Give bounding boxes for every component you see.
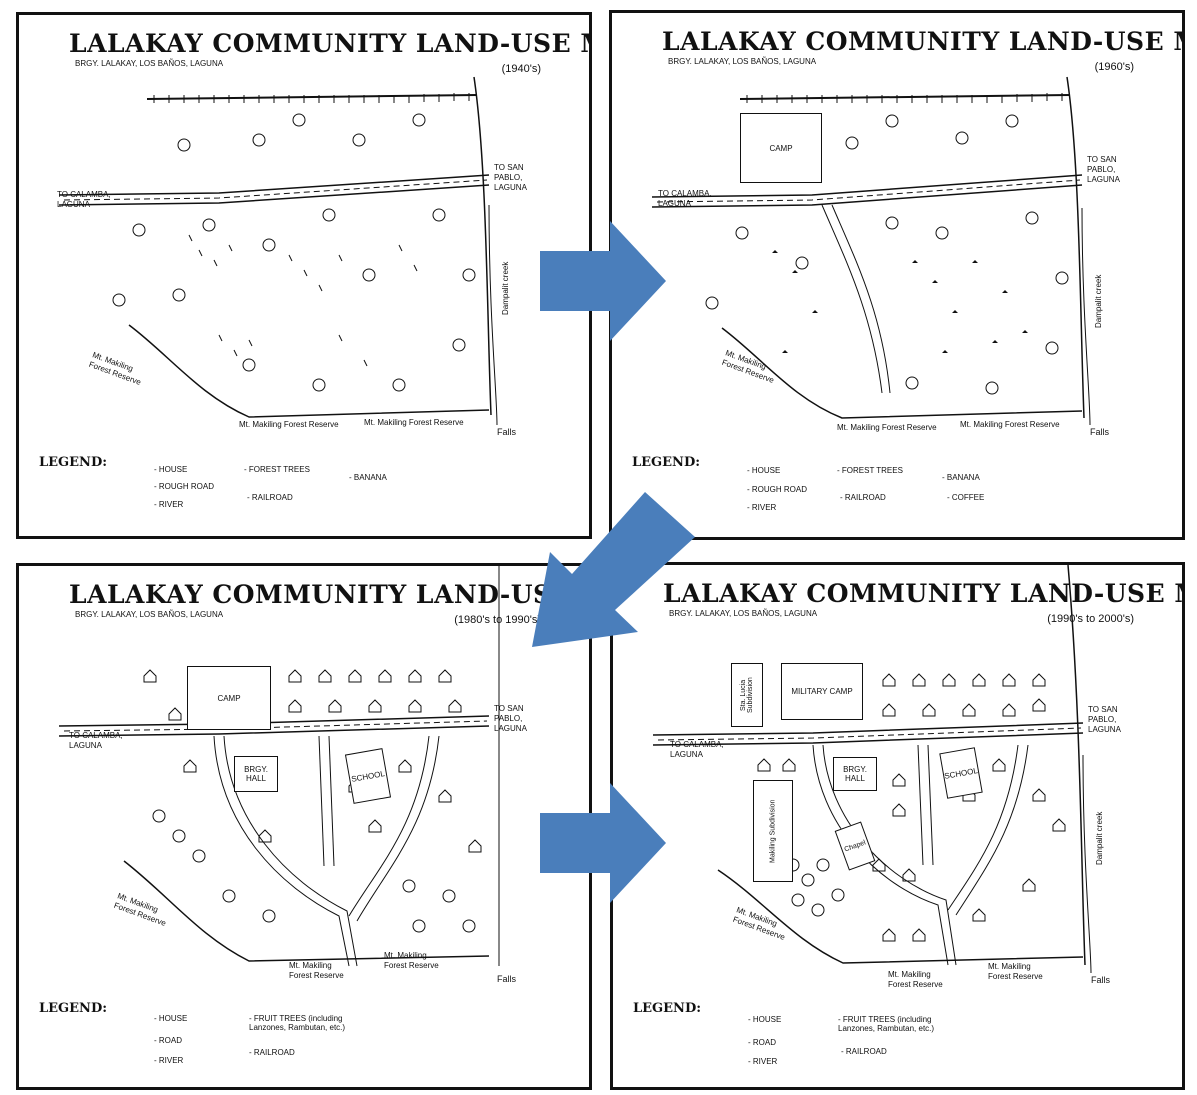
camp-area: CAMP xyxy=(740,113,822,183)
legend-forest-trees: - FOREST TREES xyxy=(244,465,310,474)
label-forest-bottom-2: Mt. Makiling Forest Reserve xyxy=(364,418,464,427)
legend-railroad: - RAILROAD xyxy=(249,1048,295,1057)
legend-road: - ROAD xyxy=(154,1036,182,1045)
brgy-hall: BRGY. HALL xyxy=(833,757,877,791)
railroad-ties xyxy=(153,93,470,103)
arrow-down-left xyxy=(532,492,695,647)
legend-river: - RIVER xyxy=(154,500,184,509)
arrow-right-bottom xyxy=(540,783,666,903)
label-to-calamba: TO CALAMBA, LAGUNA xyxy=(670,740,724,759)
label-to-san-pablo: TO SAN PABLO, LAGUNA xyxy=(1088,705,1121,734)
legend-title: LEGEND: xyxy=(632,455,701,470)
map-era: (1980's to 1990's) xyxy=(454,614,541,626)
legend-title: LEGEND: xyxy=(39,455,108,470)
legend-house: - HOUSE xyxy=(747,466,781,475)
legend-road: - ROAD xyxy=(748,1038,776,1047)
legend-title: LEGEND: xyxy=(633,1001,702,1016)
legend-house: - HOUSE xyxy=(154,465,188,474)
label-forest-bottom-2: Mt. Makiling Forest Reserve xyxy=(988,962,1043,981)
label-falls: Falls xyxy=(1090,427,1110,437)
legend-title: LEGEND: xyxy=(39,1001,108,1016)
legend-house: - HOUSE xyxy=(154,1014,188,1023)
map-subtitle: BRGY. LALAKAY, LOS BAÑOS, LAGUNA xyxy=(75,59,224,68)
makiling-subdivision: Makiling Subdivision xyxy=(753,780,793,882)
camp-area: CAMP xyxy=(187,666,271,730)
map-subtitle: BRGY. LALAKAY, LOS BAÑOS, LAGUNA xyxy=(75,610,224,619)
map-subtitle: BRGY. LALAKAY, LOS BAÑOS, LAGUNA xyxy=(668,57,817,66)
map-title: LALAKAY COMMUNITY LAND-USE MAP xyxy=(69,580,592,609)
map-drawing xyxy=(652,565,1092,974)
legend-banana: - BANANA xyxy=(942,473,980,482)
label-to-san-pablo: TO SAN PABLO, LAGUNA xyxy=(494,163,527,192)
map-title: LALAKAY COMMUNITY LAND-USE MAP xyxy=(69,29,592,58)
map-panel-1960s: LALAKAY COMMUNITY LAND-USE MAP BRGY. LAL… xyxy=(609,10,1185,540)
sta-lucia-subdivision: Sta. Lucia Subdivision xyxy=(731,663,763,727)
legend-forest-trees: - FOREST TREES xyxy=(837,466,903,475)
map-era: (1940's) xyxy=(501,63,541,75)
legend-rough-road: - ROUGH ROAD xyxy=(747,485,807,494)
map-title: LALAKAY COMMUNITY LAND-USE MAP xyxy=(662,27,1185,56)
label-falls: Falls xyxy=(497,427,517,437)
label-forest-bottom-2: Mt. Makiling Forest Reserve xyxy=(384,951,439,970)
legend-river: - RIVER xyxy=(748,1057,778,1066)
map-era: (1960's) xyxy=(1094,61,1134,73)
label-forest-bottom-1: Mt. Makiling Forest Reserve xyxy=(239,420,339,429)
label-forest-bottom-2: Mt. Makiling Forest Reserve xyxy=(960,420,1060,429)
legend-railroad: - RAILROAD xyxy=(247,493,293,502)
legend-house: - HOUSE xyxy=(748,1015,782,1024)
label-to-calamba: TO CALAMBA, LAGUNA xyxy=(57,190,111,209)
label-forest-bottom-1: Mt. Makiling Forest Reserve xyxy=(837,423,937,432)
arrow-right-top xyxy=(540,221,666,341)
legend-coffee: - COFFEE xyxy=(947,493,985,502)
label-creek: Dampalit creek xyxy=(1095,811,1104,865)
map-era: (1990's to 2000's) xyxy=(1047,613,1134,625)
map-drawing xyxy=(651,76,1091,426)
legend-fruit-trees: - FRUIT TREES (including Lanzones, Rambu… xyxy=(249,1014,346,1032)
label-creek: Dampalit creek xyxy=(1094,274,1103,328)
military-camp: MILITARY CAMP xyxy=(781,663,863,720)
legend-railroad: - RAILROAD xyxy=(841,1047,887,1056)
legend-banana: - BANANA xyxy=(349,473,387,482)
label-to-calamba: TO CALAMBA, LAGUNA xyxy=(658,189,712,208)
legend-river: - RIVER xyxy=(154,1056,184,1065)
label-falls: Falls xyxy=(497,974,517,984)
school: SCHOOL xyxy=(939,747,983,799)
brgy-hall: BRGY. HALL xyxy=(234,756,278,792)
label-creek: Dampalit creek xyxy=(501,261,510,315)
map-panel-1980s-1990s: LALAKAY COMMUNITY LAND-USE MAP BRGY. LAL… xyxy=(16,563,592,1090)
legend-fruit-trees: - FRUIT TREES (including Lanzones, Rambu… xyxy=(838,1015,935,1033)
label-to-calamba: TO CALAMBA, LAGUNA xyxy=(69,731,123,750)
legend-river: - RIVER xyxy=(747,503,777,512)
legend-railroad: - RAILROAD xyxy=(840,493,886,502)
label-forest-bottom-1: Mt. Makiling Forest Reserve xyxy=(888,970,943,989)
label-falls: Falls xyxy=(1091,975,1111,985)
map-drawing xyxy=(58,76,498,426)
label-forest-bottom-1: Mt. Makiling Forest Reserve xyxy=(289,961,344,980)
map-title: LALAKAY COMMUNITY LAND-USE MAP xyxy=(663,579,1185,608)
map-subtitle: BRGY. LALAKAY, LOS BAÑOS, LAGUNA xyxy=(669,609,818,618)
map-panel-1940s: LALAKAY COMMUNITY LAND-USE MAP BRGY. LAL… xyxy=(16,12,592,539)
map-panel-1990s-2000s: LALAKAY COMMUNITY LAND-USE MAP BRGY. LAL… xyxy=(610,562,1185,1090)
label-to-san-pablo: TO SAN PABLO, LAGUNA xyxy=(1087,155,1120,184)
label-to-san-pablo: TO SAN PABLO, LAGUNA xyxy=(494,704,527,733)
legend-rough-road: - ROUGH ROAD xyxy=(154,482,214,491)
